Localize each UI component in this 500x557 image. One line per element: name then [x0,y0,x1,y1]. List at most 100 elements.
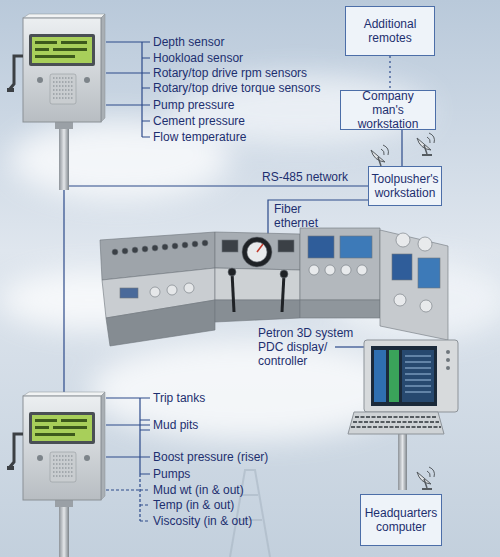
sensor-label: Pump pressure [153,98,234,112]
driller-console [309,265,367,275]
sensor-label: Depth sensor [153,35,224,49]
driller-console [418,237,432,251]
box-text: Additional remotes [350,17,430,45]
sensor-label: Cement pressure [153,114,245,128]
dashed-link [389,56,390,90]
driller-console [228,268,236,276]
network-link [401,130,402,166]
remote-display-unit [7,14,105,190]
driller-console [162,244,168,250]
sensor-label: Mud wt (in & out) [153,483,244,497]
driller-console [380,230,448,340]
driller-console [278,240,294,252]
driller-console [300,300,380,318]
driller-console [215,300,300,322]
driller-console [300,228,380,300]
driller-console [152,245,158,251]
driller-console [282,274,284,312]
network-wire [335,346,364,347]
driller-console [242,237,272,267]
driller-console [247,242,267,262]
sensor-bracket [142,42,150,137]
sensor-label: Viscosity (in & out) [153,514,252,528]
box-text: Toolpusher's workstation [372,172,439,200]
sensor-bracket [140,398,150,474]
driller-console [232,272,234,312]
remote-display-unit [7,392,105,557]
driller-console [150,287,160,297]
driller-console [392,254,412,280]
computer-monitor [348,412,444,434]
sensor-label: Flow temperature [153,130,246,144]
workstation-box: Toolpusher's workstation [368,166,442,206]
driller-console [184,283,194,293]
driller-console [192,241,198,247]
sensor-bracket [106,398,150,521]
sky-background [0,75,500,440]
driller-console [112,249,118,255]
sensor-label: Pumps [153,467,190,481]
driller-console [325,265,335,275]
driller-console [112,240,208,255]
sensor-label: Rotary/top drive rpm sensors [153,66,307,80]
driller-console [122,248,128,254]
computer-monitor [371,346,437,406]
computer-monitor [374,350,386,402]
sensor-bracket [139,398,140,474]
computer-monitor [405,356,431,392]
driller-console [308,236,334,258]
computer-monitor [389,350,399,402]
computer-monitor [446,350,450,354]
sensor-bracket [140,490,150,521]
computer-monitor [402,350,434,402]
driller-console [202,240,208,246]
workstation-box: Company man's workstation [340,90,436,130]
sensor-bracket [106,42,150,137]
sensor-bracket [106,397,140,398]
driller-console [167,285,177,295]
sensor-bracket [106,474,150,521]
driller-console [341,265,351,275]
system-label: Petron 3D system PDC display/ controller [258,326,358,368]
network-wire [64,185,368,186]
sensor-bracket [106,424,140,425]
sensor-label: Rotary/top drive torque sensors [153,81,320,95]
computer-monitor [446,366,450,370]
sensor-label: Hookload sensor [153,51,243,65]
driller-console [420,300,432,312]
sensor-bracket [106,41,142,42]
sensor-label: Mud pits [153,418,198,432]
network-label: Fiber ethernet [274,202,330,230]
sensor-bracket [106,104,142,105]
box-text: Headquarters computer [365,506,438,534]
driller-console [340,236,372,258]
driller-console [182,242,188,248]
driller-console [215,232,300,270]
computer-monitor [446,358,450,362]
driller-console [418,258,440,288]
driller-console [106,300,215,346]
driller-console [142,246,148,252]
driller-console [394,294,406,306]
driller-console [215,268,300,300]
box-text: Company man's workstation [345,89,431,131]
driller-console [120,288,138,298]
sensor-bracket [139,474,140,521]
satellite-dish [417,467,434,490]
workstation-box: Headquarters computer [360,494,442,546]
driller-console [172,243,178,249]
driller-console [222,240,238,252]
driller-console [309,265,319,275]
driller-console [280,270,288,278]
computer-monitor [348,340,458,490]
sensor-bracket [141,42,142,137]
sensor-bracket [106,72,142,73]
driller-console [257,244,263,252]
sensor-label: Trip tanks [153,391,205,405]
computer-monitor [351,417,441,427]
sensor-bracket [106,456,140,457]
